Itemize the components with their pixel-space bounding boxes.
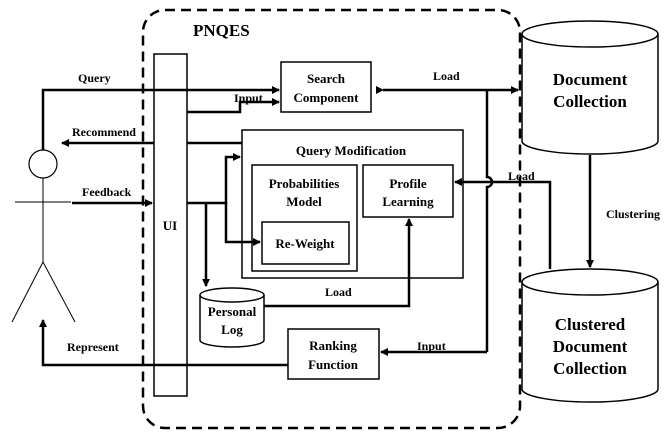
clustered-collection-label-1: Clustered (555, 315, 626, 334)
clustered-collection-cylinder (521, 268, 659, 403)
input-search-arrow (187, 98, 280, 114)
load-log-label: Load (325, 285, 352, 299)
load-profile-label: Load (508, 169, 535, 183)
search-component-label-2: Component (293, 90, 359, 105)
ranking-function-label-1: Ranking (309, 338, 357, 353)
ui-to-query-modification-arrow (187, 153, 241, 205)
reweight-label: Re-Weight (275, 236, 335, 251)
collection-connector (485, 90, 494, 352)
search-component-box (280, 61, 372, 113)
personal-log-cylinder (199, 287, 265, 348)
probabilities-model-label-2: Model (286, 194, 322, 209)
clustering-label: Clustering (606, 207, 660, 221)
query-modification-title: Query Modification (296, 143, 407, 158)
load-profile-arrow (454, 178, 552, 269)
document-collection-cylinder (521, 20, 659, 155)
reweight-box (261, 221, 350, 265)
load-log-arrow (264, 218, 413, 308)
ui-bar (153, 53, 188, 397)
query-label: Query (78, 71, 111, 85)
ui-label: UI (163, 218, 177, 233)
input-search-label: Input (234, 91, 263, 105)
query-arrow (41, 86, 280, 150)
load-document-label: Load (433, 69, 460, 83)
represent-label: Represent (67, 340, 119, 354)
ranking-function-box (287, 328, 380, 380)
input-ranking-label: Input (417, 339, 446, 353)
profile-learning-box (362, 164, 454, 218)
search-component-label-1: Search (307, 71, 346, 86)
ranking-function-label-2: Function (308, 357, 359, 372)
document-collection-label-1: Document (553, 70, 628, 89)
ui-to-reweight-arrow (224, 203, 261, 246)
pnqes-title: PNQES (193, 21, 250, 40)
represent-arrow (39, 319, 288, 367)
personal-log-label-1: Personal (208, 304, 257, 319)
probabilities-model-label-1: Probabilities (269, 176, 340, 191)
recommend-label: Recommend (72, 125, 136, 139)
profile-learning-label-2: Learning (382, 194, 434, 209)
user-icon (11, 149, 76, 323)
document-collection-label-2: Collection (553, 92, 627, 111)
clustered-collection-label-3: Collection (553, 359, 627, 378)
pnqes-boundary (141, 8, 522, 430)
profile-learning-label-1: Profile (389, 176, 427, 191)
feedback-label: Feedback (82, 185, 132, 199)
personal-log-label-2: Log (221, 322, 243, 337)
clustered-collection-label-2: Document (553, 337, 628, 356)
